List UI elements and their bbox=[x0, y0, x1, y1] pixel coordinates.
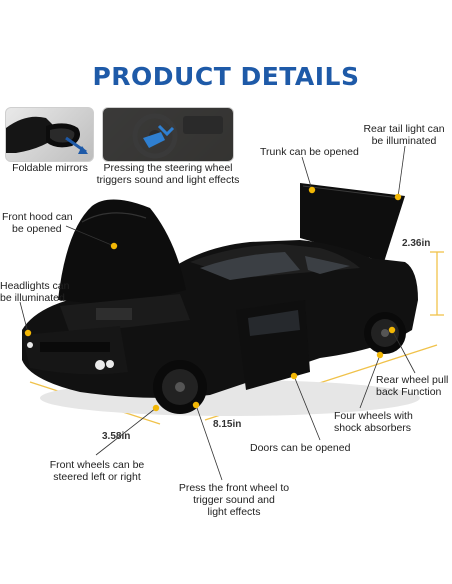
front-wheel bbox=[153, 360, 207, 414]
tail-light-line-1: Rear tail light can bbox=[363, 123, 445, 135]
steering-wheel-image bbox=[103, 108, 233, 161]
rear-wheel bbox=[364, 312, 406, 354]
front-wheels-label: Front wheels can be steered left or righ… bbox=[40, 459, 154, 483]
steering-wheel-thumbnail bbox=[102, 107, 234, 162]
rear-wheel-line-2: back Function bbox=[376, 386, 442, 398]
wheels-label: Four wheels with shock absorbers bbox=[334, 410, 413, 434]
width-dimension: 3.58in bbox=[102, 431, 131, 442]
press-wheel-line-3: light effects bbox=[207, 506, 261, 518]
front-wheels-line-1: Front wheels can be bbox=[49, 459, 145, 471]
hood-label: Front hood can be opened bbox=[2, 211, 73, 235]
mirror-thumbnail bbox=[5, 107, 94, 162]
headlights-line-1: Headlights can bbox=[0, 280, 70, 292]
steering-wheel-caption: Pressing the steering wheel triggers sou… bbox=[88, 162, 248, 186]
steering-caption-line-1: Pressing the steering wheel bbox=[103, 162, 233, 174]
front-wheels-line-2: steered left or right bbox=[53, 471, 141, 483]
wheels-line-1: Four wheels with bbox=[334, 410, 413, 422]
hood-line-2: be opened bbox=[12, 223, 62, 235]
press-wheel-line-2: trigger sound and bbox=[193, 494, 275, 506]
height-dimension: 2.36in bbox=[402, 238, 431, 249]
hood-line-1: Front hood can bbox=[2, 211, 73, 223]
press-wheel-line-1: Press the front wheel to bbox=[178, 482, 290, 494]
doors-label: Doors can be opened bbox=[250, 442, 351, 454]
length-dimension: 8.15in bbox=[213, 419, 242, 430]
trunk-label: Trunk can be opened bbox=[260, 146, 359, 158]
press-wheel-label: Press the front wheel to trigger sound a… bbox=[164, 482, 304, 518]
headlights-label: Headlights can be illuminated bbox=[0, 280, 69, 304]
wheels-line-2: shock absorbers bbox=[334, 422, 412, 434]
leader-lines bbox=[19, 145, 416, 481]
rear-wheel-line-1: Rear wheel pull bbox=[376, 374, 449, 386]
tail-light-label: Rear tail light can be illuminated bbox=[356, 123, 452, 147]
mirror-image bbox=[6, 116, 88, 154]
steering-caption-line-2: triggers sound and light effects bbox=[96, 174, 240, 186]
page-title: PRODUCT DETAILS bbox=[92, 62, 360, 91]
callout-dots bbox=[24, 186, 402, 412]
headlights-line-2: be illuminated bbox=[0, 292, 65, 304]
rear-wheel-label: Rear wheel pull back Function bbox=[376, 374, 448, 398]
tail-light-line-2: be illuminated bbox=[371, 135, 437, 147]
mirror-caption: Foldable mirrors bbox=[12, 162, 88, 174]
